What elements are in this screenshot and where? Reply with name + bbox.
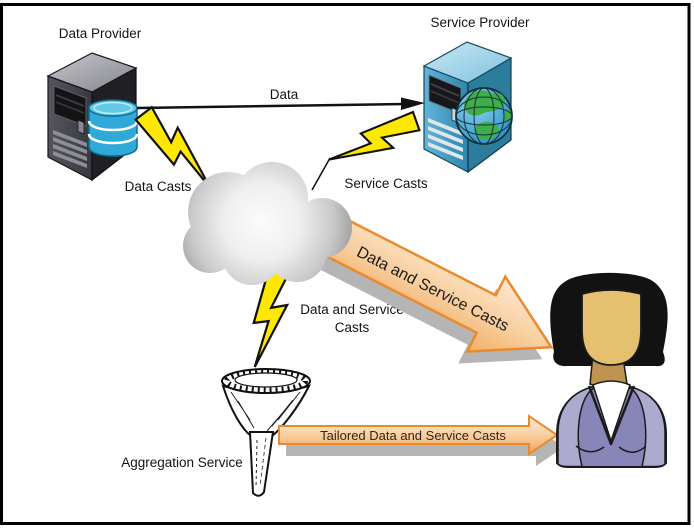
person-icon bbox=[550, 272, 668, 468]
cloud-to-aggregator-label-line2: Casts bbox=[335, 320, 370, 335]
diagram-border bbox=[0, 3, 691, 525]
arrow-shaft bbox=[136, 102, 405, 110]
server-top-face bbox=[422, 41, 513, 84]
database-separator bbox=[87, 120, 139, 132]
person-right-sleeve bbox=[626, 385, 666, 468]
arrow-shadow bbox=[286, 428, 564, 466]
data-flow-label: Data bbox=[270, 87, 299, 102]
funnel-stem-hatch bbox=[255, 439, 258, 489]
funnel-stem-hatch bbox=[259, 437, 267, 487]
data-provider-node: Data Provider bbox=[46, 26, 142, 182]
server-screen-line bbox=[55, 101, 85, 114]
globe-meridian bbox=[463, 87, 505, 145]
server-screen-line bbox=[55, 94, 85, 107]
cloud-bump bbox=[236, 162, 308, 234]
person-vneck-line bbox=[587, 385, 636, 446]
server-screen bbox=[53, 85, 87, 127]
bolt-connector-line bbox=[311, 157, 331, 191]
lightning-bolt-icon bbox=[134, 105, 212, 189]
funnel-stem bbox=[248, 431, 275, 497]
server-screen-line bbox=[430, 83, 460, 97]
cloud-icon bbox=[183, 162, 352, 285]
service-provider-label: Service Provider bbox=[430, 15, 530, 30]
database-icon bbox=[87, 99, 139, 157]
globe-icon bbox=[455, 87, 513, 145]
database-separator bbox=[87, 133, 139, 145]
tailored-casts-arrow: Tailored Data and Service Casts bbox=[278, 414, 564, 466]
database-body bbox=[88, 107, 138, 157]
server-vent bbox=[428, 118, 463, 136]
funnel-hatching bbox=[230, 391, 301, 432]
person-face bbox=[581, 289, 642, 366]
person-left-sleeve bbox=[557, 385, 597, 468]
aggregation-service-label: Aggregation Service bbox=[121, 455, 243, 470]
data-casts-bolt: Data Casts bbox=[125, 105, 212, 194]
server-vent bbox=[53, 144, 87, 161]
service-casts-bolt: Service Casts bbox=[311, 110, 428, 191]
server-drive-slot bbox=[77, 119, 85, 135]
tailored-casts-arrow-label: Tailored Data and Service Casts bbox=[320, 428, 506, 443]
server-vent bbox=[428, 142, 463, 160]
funnel-rim-inner bbox=[234, 372, 298, 388]
server-top-face bbox=[46, 52, 138, 93]
lightning-bolt-icon bbox=[328, 110, 421, 161]
cloud-bump bbox=[222, 225, 282, 285]
funnel-icon bbox=[221, 368, 311, 497]
user-node bbox=[550, 272, 668, 468]
service-casts-label: Service Casts bbox=[344, 176, 428, 191]
server-vent bbox=[53, 130, 87, 147]
arrowhead bbox=[401, 97, 425, 110]
server-vent bbox=[428, 134, 463, 152]
data-flow-arrow: Data bbox=[136, 87, 425, 110]
person-shirt bbox=[592, 380, 631, 444]
server-vent bbox=[53, 151, 87, 168]
service-provider-node: Service Provider bbox=[422, 15, 530, 174]
cloud-to-funnel-bolt: Data and Service Casts bbox=[252, 263, 404, 368]
globe-parallel bbox=[455, 96, 513, 136]
cloud-bump bbox=[267, 222, 327, 282]
database-top-rim bbox=[93, 101, 133, 115]
aggregation-service-node: Aggregation Service bbox=[121, 368, 311, 497]
server-vent bbox=[428, 126, 463, 144]
block-arrow bbox=[321, 215, 554, 353]
server-tower-icon bbox=[422, 41, 513, 174]
data-provider-label: Data Provider bbox=[59, 26, 142, 41]
server-vent bbox=[53, 137, 87, 154]
funnel-rim-ticks bbox=[224, 368, 308, 394]
data-casts-label: Data Casts bbox=[125, 179, 192, 194]
block-arrow bbox=[278, 414, 559, 456]
cloud-to-aggregator-label-line1: Data and Service bbox=[300, 302, 404, 317]
person-chest-lines bbox=[575, 445, 647, 453]
server-screen-line bbox=[430, 90, 460, 104]
